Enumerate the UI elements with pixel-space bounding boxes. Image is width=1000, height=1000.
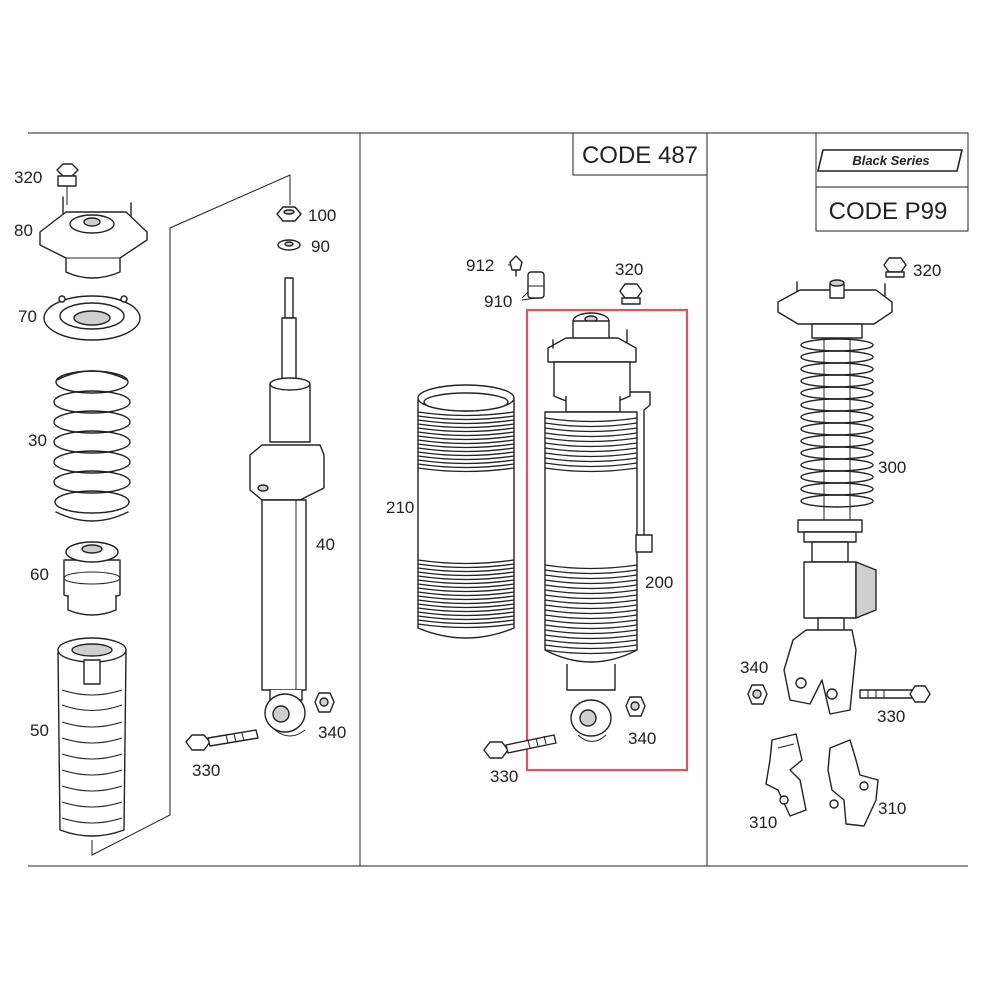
valve-912	[509, 255, 523, 277]
label-330: 330	[192, 761, 220, 780]
black-series-badge: Black Series	[816, 149, 964, 172]
code-487-box: CODE 487	[572, 132, 708, 176]
panel-3-coilover: 320 300 340 330 310 310	[740, 257, 941, 832]
panel-2-air-strut: 912 910 320 210 200 340 330	[386, 255, 689, 786]
label-100: 100	[308, 206, 336, 225]
pad-310-left	[765, 733, 807, 817]
label-210: 210	[386, 498, 414, 517]
label-320-p3: 320	[913, 261, 941, 280]
bump-stop-60	[63, 541, 121, 616]
coilover-spring-300	[797, 323, 877, 633]
highlight-box	[525, 308, 689, 772]
label-310-right: 310	[878, 799, 906, 818]
top-nut-320-p3	[883, 257, 907, 278]
label-40: 40	[316, 535, 335, 554]
top-mount-p3	[777, 279, 893, 325]
label-30: 30	[28, 431, 47, 450]
bolt-330-p2	[483, 734, 557, 759]
label-340: 340	[318, 723, 346, 742]
label-200: 200	[645, 573, 673, 592]
label-300: 300	[878, 458, 906, 477]
label-320: 320	[14, 168, 42, 187]
top-nut-320	[56, 163, 79, 205]
label-50: 50	[30, 721, 49, 740]
label-320-p2: 320	[615, 260, 643, 279]
nut-340-p2	[625, 696, 646, 717]
label-70: 70	[18, 307, 37, 326]
nut-100	[276, 206, 302, 222]
washer-90	[277, 239, 301, 251]
label-330-p3: 330	[877, 707, 905, 726]
nut-340	[314, 692, 335, 713]
bolt-330	[185, 729, 259, 751]
shock-absorber-40	[249, 277, 325, 737]
air-strut-200	[544, 312, 653, 742]
label-60: 60	[30, 565, 49, 584]
assembly-bracket-line	[91, 174, 291, 856]
bolt-330-p3	[859, 685, 931, 703]
label-912: 912	[466, 256, 494, 275]
code-p99-box: Black Series CODE P99	[815, 132, 969, 232]
label-80: 80	[14, 221, 33, 240]
label-340-p3: 340	[740, 658, 768, 677]
panel-1-standard-strut: 320 80 70 30 60 50 100 90 40 340 330	[14, 163, 346, 856]
connector-910	[521, 271, 545, 301]
label-340-p2: 340	[628, 729, 656, 748]
dust-boot-50	[57, 637, 127, 837]
top-mount-80	[39, 196, 148, 279]
panel-frames	[28, 132, 968, 867]
label-330-p2: 330	[490, 767, 518, 786]
code-p99-label: CODE P99	[829, 198, 948, 225]
spring-plate-70	[43, 295, 141, 341]
top-nut-320-p2	[619, 283, 643, 305]
label-310-left: 310	[749, 813, 777, 832]
black-series-label: Black Series	[852, 153, 929, 168]
label-90: 90	[311, 237, 330, 256]
air-sleeve-210	[417, 384, 515, 639]
label-910: 910	[484, 292, 512, 311]
nut-340-p3	[747, 684, 768, 705]
code-487-label: CODE 487	[582, 142, 698, 169]
pad-310-right	[827, 739, 879, 827]
coil-spring-30	[53, 370, 131, 522]
clevis-bracket-p3	[783, 629, 857, 715]
